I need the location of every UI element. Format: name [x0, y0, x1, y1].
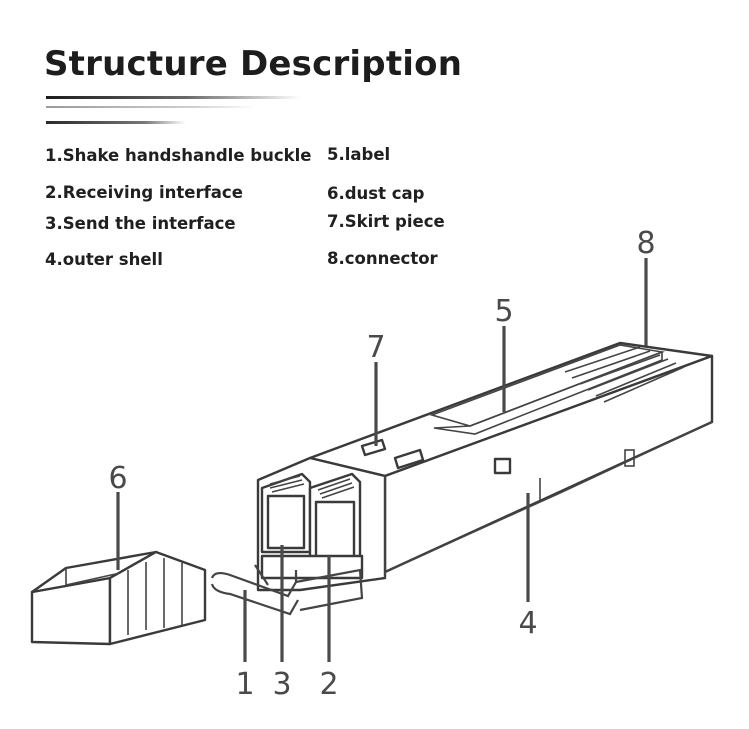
label-area	[429, 344, 666, 435]
legend-item-4: 4.outer shell	[45, 250, 163, 269]
dust-cap	[30, 550, 207, 646]
optical-ports	[260, 472, 364, 580]
callout-6: 6	[108, 461, 127, 496]
legend-item-1: 1.Shake handshandle buckle	[45, 146, 312, 165]
legend-item-2: 2.Receiving interface	[45, 183, 243, 202]
callout-4: 4	[518, 606, 537, 641]
title-underline-short	[46, 121, 186, 124]
callout-2: 2	[319, 667, 338, 702]
callout-5: 5	[494, 294, 513, 329]
callout-8: 8	[636, 226, 655, 261]
legend-item-7: 7.Skirt piece	[327, 212, 445, 231]
title-underline-long	[46, 96, 301, 99]
skirt-piece-tabs	[360, 438, 425, 470]
connector-ridges	[564, 346, 685, 403]
side-window	[493, 457, 512, 475]
legend-item-5: 5.label	[327, 145, 391, 164]
legend-item-6: 6.dust cap	[327, 184, 425, 203]
callout-1: 1	[235, 667, 254, 702]
callout-7: 7	[366, 330, 385, 365]
callout-3: 3	[272, 667, 291, 702]
page-title: Structure Description	[44, 44, 463, 84]
legend-item-8: 8.connector	[327, 249, 438, 268]
title-underline-faint	[46, 106, 256, 108]
legend-item-3: 3.Send the interface	[45, 214, 236, 233]
